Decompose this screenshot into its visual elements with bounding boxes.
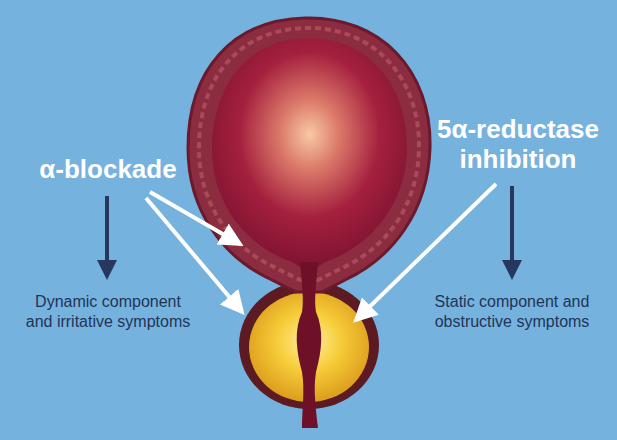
bladder-lumen xyxy=(212,38,407,268)
effect-note: Static component and obstructive symptom… xyxy=(424,292,600,332)
down-arrow xyxy=(510,186,514,276)
urethra xyxy=(297,262,322,428)
down-arrow xyxy=(105,196,109,276)
drug-label: 5α-reductase inhibition xyxy=(428,114,608,174)
bladder-wall xyxy=(188,18,430,292)
drug-label: α-blockade xyxy=(20,154,196,184)
effect-note: Dynamic component and irritative symptom… xyxy=(22,292,194,332)
bladder-wall-texture xyxy=(199,28,419,280)
